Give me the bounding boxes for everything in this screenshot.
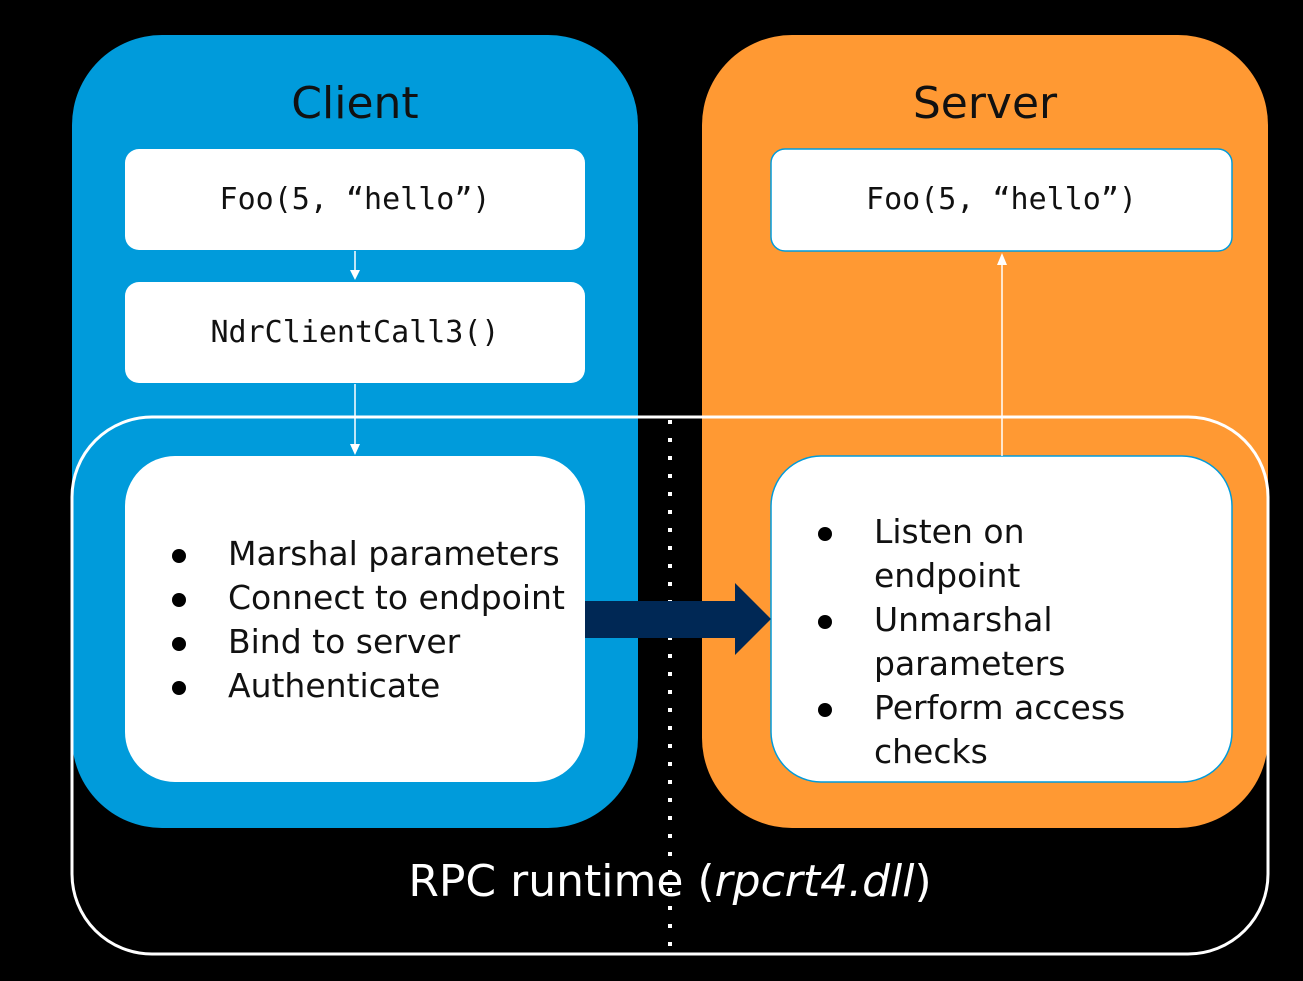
server-steps-list: Listen on endpoint Unmarshal parameters … (818, 510, 1178, 774)
client-runtime-box (125, 456, 585, 782)
list-item: Bind to server (172, 620, 572, 664)
client-stub-text: NdrClientCall3() (210, 315, 500, 350)
list-item: Perform access checks (818, 686, 1134, 774)
client-call-box (125, 149, 585, 250)
list-item: Authenticate (172, 664, 572, 708)
arrow-call-to-stub (350, 251, 360, 280)
client-stub-box (125, 282, 585, 383)
server-call-box (770, 148, 1233, 252)
arrow-runtime-to-server-call (997, 253, 1007, 456)
runtime-label-text: RPC runtime ( (408, 856, 715, 907)
client-title: Client (291, 78, 419, 129)
server-title: Server (912, 78, 1058, 129)
runtime-label: RPC runtime (rpcrt4.dll) (300, 856, 1040, 907)
list-item: Connect to endpoint (172, 576, 572, 620)
server-call-text: Foo(5, “hello”) (866, 182, 1137, 217)
runtime-dll-name: rpcrt4.dll (714, 856, 915, 907)
list-item: Marshal parameters (172, 532, 572, 576)
network-arrow (585, 583, 771, 655)
list-item: Listen on endpoint (818, 510, 1178, 598)
arrow-stub-to-runtime (350, 384, 360, 455)
runtime-label-close: ) (914, 856, 932, 907)
list-item: Unmarshal parameters (818, 598, 1065, 686)
client-steps-list: Marshal parameters Connect to endpoint B… (172, 532, 572, 708)
runtime-outline (70, 415, 1270, 956)
client-call-text: Foo(5, “hello”) (219, 182, 491, 217)
